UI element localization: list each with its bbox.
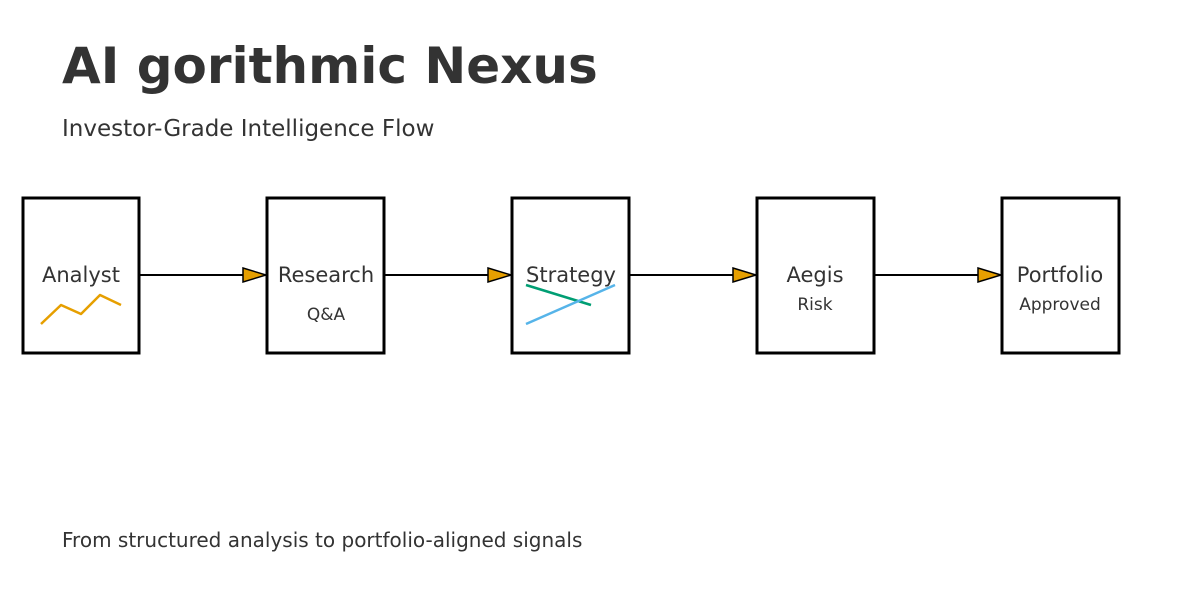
page-title: AI gorithmic Nexus [62,37,598,95]
edge-strategy-to-aegis [630,266,759,284]
page-subtitle: Investor-Grade Intelligence Flow [62,116,435,142]
crossing-lines-icon [525,283,616,326]
node-research: Research Q&A [265,196,386,355]
edge-analyst-to-research [140,266,269,284]
arrowhead-icon [732,266,759,284]
flow-edges [140,266,1004,284]
node-label: Aegis [786,263,843,287]
node-sublabel: Risk [797,295,832,315]
node-label: Strategy [526,263,616,287]
node-strategy: Strategy [510,196,631,355]
node-sublabel: Q&A [307,305,346,325]
node-sublabel: Approved [1019,295,1101,315]
node-label: Portfolio [1017,263,1103,287]
node-portfolio: Portfolio Approved [1000,196,1121,355]
arrowhead-icon [242,266,269,284]
edge-aegis-to-portfolio [875,266,1004,284]
sparkline-icon [40,293,122,325]
node-aegis: Aegis Risk [755,196,876,355]
arrowhead-icon [977,266,1004,284]
footer-caption: From structured analysis to portfolio-al… [62,528,583,552]
node-label: Research [278,263,374,287]
node-analyst: Analyst [21,196,141,355]
arrowhead-icon [487,266,514,284]
edge-research-to-strategy [385,266,514,284]
node-label: Analyst [42,263,120,287]
